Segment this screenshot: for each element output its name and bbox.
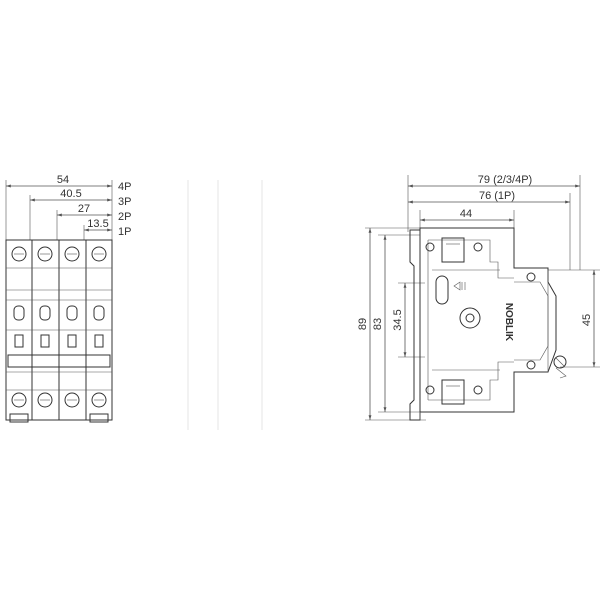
dim-27-label: 27 bbox=[78, 203, 90, 215]
pole-label-3p: 3P bbox=[118, 196, 131, 208]
dim-13-5-label: 13.5 bbox=[87, 218, 108, 230]
brand-label: NOBLIK bbox=[503, 303, 514, 342]
pole-label-1p: 1P bbox=[118, 226, 131, 238]
dim-89-label: 89 bbox=[357, 318, 369, 330]
pole-label-2p: 2P bbox=[118, 211, 131, 223]
dim-45-label: 45 bbox=[581, 314, 593, 326]
dim-width-multi-label: 79 (2/3/4P) bbox=[478, 174, 532, 186]
dim-width-single-label: 76 (1P) bbox=[479, 190, 515, 202]
breaker-front-body bbox=[5, 239, 113, 423]
side-view: 79 (2/3/4P) 76 (1P) 44 89 83 34.5 45 bbox=[357, 174, 600, 421]
dim-34-5-label: 34.5 bbox=[392, 309, 404, 330]
dim-83-label: 83 bbox=[372, 318, 384, 330]
breaker-side-body bbox=[409, 227, 567, 421]
dim-54-label: 54 bbox=[57, 174, 69, 186]
dim-44-label: 44 bbox=[460, 208, 472, 220]
front-view: 54 40.5 27 13.5 4P 3P 2P 1P bbox=[5, 174, 131, 423]
dim-40-5-label: 40.5 bbox=[60, 188, 81, 200]
pole-label-4p: 4P bbox=[118, 181, 131, 193]
separator-lines bbox=[187, 180, 263, 430]
pole-details bbox=[11, 246, 107, 408]
